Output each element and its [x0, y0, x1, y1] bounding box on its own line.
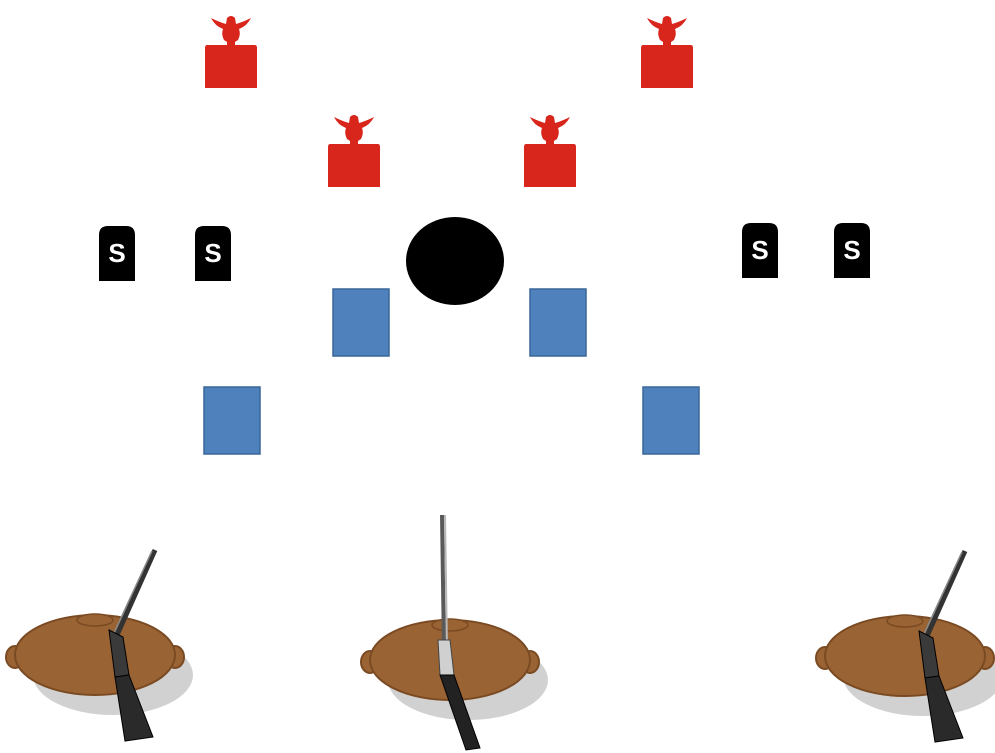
cowboy-silhouette-target-icon: [524, 115, 576, 187]
blue-square-target-icon: [332, 288, 390, 357]
rifle-icon: [437, 514, 481, 751]
blue-square-target-icon: [203, 386, 261, 455]
tombstone-icon: S: [195, 226, 231, 281]
shooting-table: [5, 548, 193, 742]
tombstone-icon: S: [99, 226, 135, 281]
shooting-table: [815, 549, 995, 743]
tombstone-label: S: [204, 238, 221, 268]
blue-square-target-icon: [529, 288, 587, 357]
shotgun-icon: [918, 549, 968, 743]
shooting-table: [360, 514, 548, 751]
cowboy-silhouette-target-icon: [328, 115, 380, 187]
tombstone-icon: S: [742, 223, 778, 278]
tombstone-label: S: [843, 235, 860, 265]
tombstone-label: S: [751, 235, 768, 265]
tombstone-label: S: [108, 238, 125, 268]
black-disc-target-icon: [406, 217, 504, 305]
cowboy-silhouette-target-icon: [641, 16, 693, 88]
blue-square-target-icon: [642, 386, 700, 455]
shotgun-icon: [108, 548, 158, 742]
tombstone-icon: S: [834, 223, 870, 278]
cowboy-silhouette-target-icon: [205, 16, 257, 88]
